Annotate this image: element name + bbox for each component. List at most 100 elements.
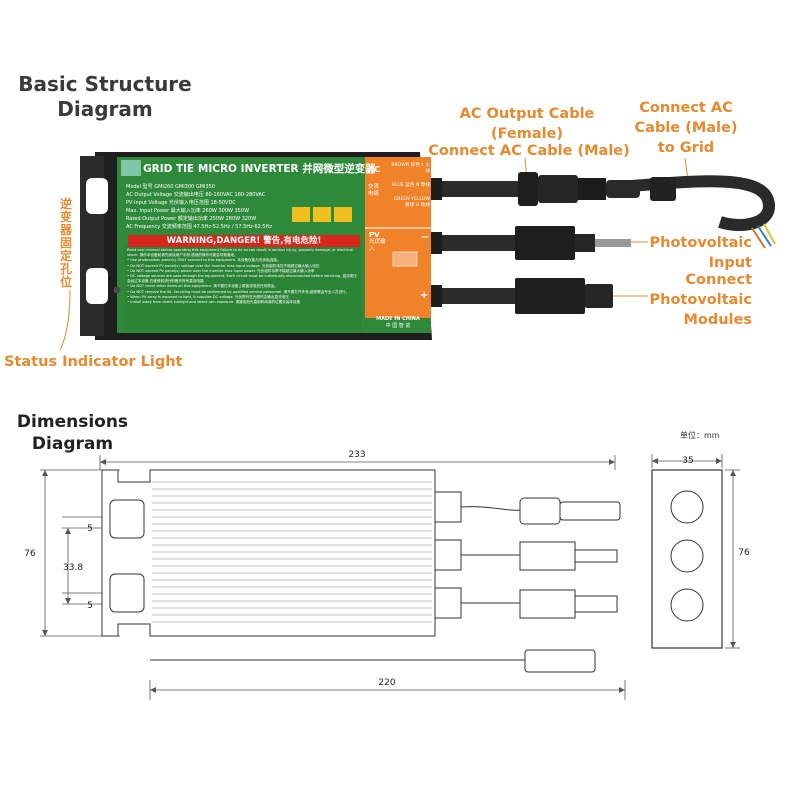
label-orange-panel [365,157,431,333]
structure-title-line1: Basic Structure [18,72,192,96]
dim-5-top-label: 5 [87,524,93,534]
wire-brown: BROWN 棕色 L 火线 [391,163,430,174]
mounting-slot-top [86,178,108,214]
wire-green-yellow: GREEN YELLOW 黄绿 G 地线 [393,197,430,208]
ac-connector-female [538,175,578,203]
spec-label: AC Output Voltage 交流输出电压 [126,192,204,198]
label-note: Read user manual before operating this e… [127,248,354,258]
pv-side-label: PV 光伏输入 [369,231,389,253]
label-note: • Do NOT remove the lid. Servicing must … [127,289,350,294]
dim-gland-pv-minus [434,539,462,571]
dim-pv-minus-connector [519,541,576,571]
grid-cable [619,175,775,231]
ac-connector-collar [578,178,606,200]
spec-value: 47.5Hz-52.5Hz / 57.5Hz-62.5Hz [193,224,272,230]
wire-blue: BLUE 蓝色 N 零线 [392,183,430,188]
dim-35-label: 35 [682,456,693,466]
ac-output-callout: AC Output Cable (Female) [452,104,602,144]
structure-title: Basic Structure Diagram [10,72,200,122]
hazard-icon-2 [313,207,331,222]
model-2: GMI300 [175,184,195,190]
status-leader-line [59,289,71,351]
mounting-hole-callout: 逆变器固定孔位 [58,198,74,289]
spec-value: 180-280VAC [234,192,266,198]
grid-line3: to Grid [657,140,715,156]
pv-plus-symbol: + [420,290,429,301]
inverter-illustration [59,152,776,351]
made-in-bar [365,318,431,333]
model-1: GMI260 [154,184,174,190]
pv-modules-line1: Connect [685,272,752,288]
dimensions-drawing: 233 220 76 33.8 5 5 35 76 [24,450,750,700]
pv-minus-cable [430,235,520,251]
spec-value: 260W [202,208,217,214]
dim-33-8-label: 33.8 [63,563,83,573]
pv-plus-cable [430,288,520,304]
spec-label: Rated Output Power 额定输出功率 [126,216,208,222]
spec-row-frequency: AC Frequency 交流频率范围 47.5Hz-52.5Hz / 57.5… [126,223,326,231]
dim-5-bottom-label: 5 [87,601,93,611]
spec-value: 250W [209,216,225,222]
label-notes-area [125,246,361,330]
ac-label-cn: 交流电缆 [368,184,380,197]
grid-line1: Connect AC [639,100,733,116]
pv-minus-symbol: − [421,232,430,243]
dim-connectors [150,491,621,673]
ac-cable [430,181,525,197]
dimensions-title-line2: Diagram [31,434,114,454]
label-title-cn: 并网微型逆变器 [302,163,376,175]
hazard-icon-1 [292,207,310,222]
mounting-hole-char: 位 [59,275,72,289]
ac-wire-legend: BROWN 棕色 L 火线 BLUE 蓝色 N 零线 GREEN YELLOW … [388,163,430,209]
mounting-hole-char: 固 [59,236,72,250]
dim-ac-connector [519,497,561,525]
dimensions-title-line1: Dimensions [16,412,129,432]
label-notes: Read user manual before operating this e… [127,248,359,305]
label-note: • DC voltage sources are pass through th… [127,274,357,284]
dim-233-label: 233 [348,450,365,460]
pv-modules-line2: Photovoltaic [649,292,752,308]
label-note: • Do NOT exceed PV panel(s) power over t… [127,268,315,273]
made-in-label: MADE IN CHINA 中 国 智 造 [365,316,431,329]
label-note: • Do NOT exceed PV panel(s) voltage over… [127,263,320,268]
warning-bar [128,235,360,247]
pv-minus-connector-collar [575,234,595,252]
ac-output-line2: (Female) [490,126,564,142]
hazard-icon-3 [334,207,352,222]
pv-panel-icon [392,251,418,267]
dim-side-76-label: 76 [738,548,750,558]
mounting-slot-bottom [86,268,108,304]
spec-row-ac-voltage: AC Output Voltage 交流输出电压 80-160VAC 180-2… [126,191,326,199]
ac-output-line1: AC Output Cable [459,106,595,122]
pv-input-line2: Input [708,255,752,271]
pv-label: PV [369,231,380,239]
spec-value: 80-160VAC [205,192,233,198]
side-view-port-3 [670,588,704,622]
spec-value: 320W [241,216,257,222]
structure-title-line2: Diagram [57,97,153,121]
warning-text: WARNING,DANGER! 警告,有电危险! [166,236,322,246]
status-indicator-light [113,286,121,294]
spec-value: 18-50VDC [210,200,236,206]
model-row: Model 型号 GMI260 GMI300 GMI350 [126,183,326,191]
pv-modules-line3: Modules [683,312,752,328]
grid-wire-ends [751,223,776,249]
spec-row-pv-voltage: PV Input Voltage 光伏输入电压范围 18-50VDC [126,199,326,207]
model-label: Model 型号 [126,184,153,190]
spec-value: 280W [225,216,241,222]
dim-slot-top [109,499,145,539]
side-view-port-2 [670,539,704,573]
dim-gland-pv-plus [434,587,462,619]
pv-label-cn: 光伏输入 [369,239,386,252]
label-note: • Use photovoltaic panel(s) ONLY connect… [127,258,281,263]
spec-label: Max. Input Power 最大输入功率 [126,208,201,214]
pv-modules-callout: Connect Photovoltaic Modules [640,270,752,330]
grid-line2: Cable (Male) [634,120,738,136]
dim-ac-plug [524,649,596,673]
pv-plus-connector-sleeve [585,284,613,308]
spec-row-rated-output: Rated Output Power 额定输出功率 250W 280W 320W [126,215,326,223]
dim-pv-plus-connector [519,589,576,619]
ac-label: AC [368,165,381,174]
dim-gland-ac [434,491,462,523]
label-note: • Do NOT cover other items on this equip… [127,284,278,289]
